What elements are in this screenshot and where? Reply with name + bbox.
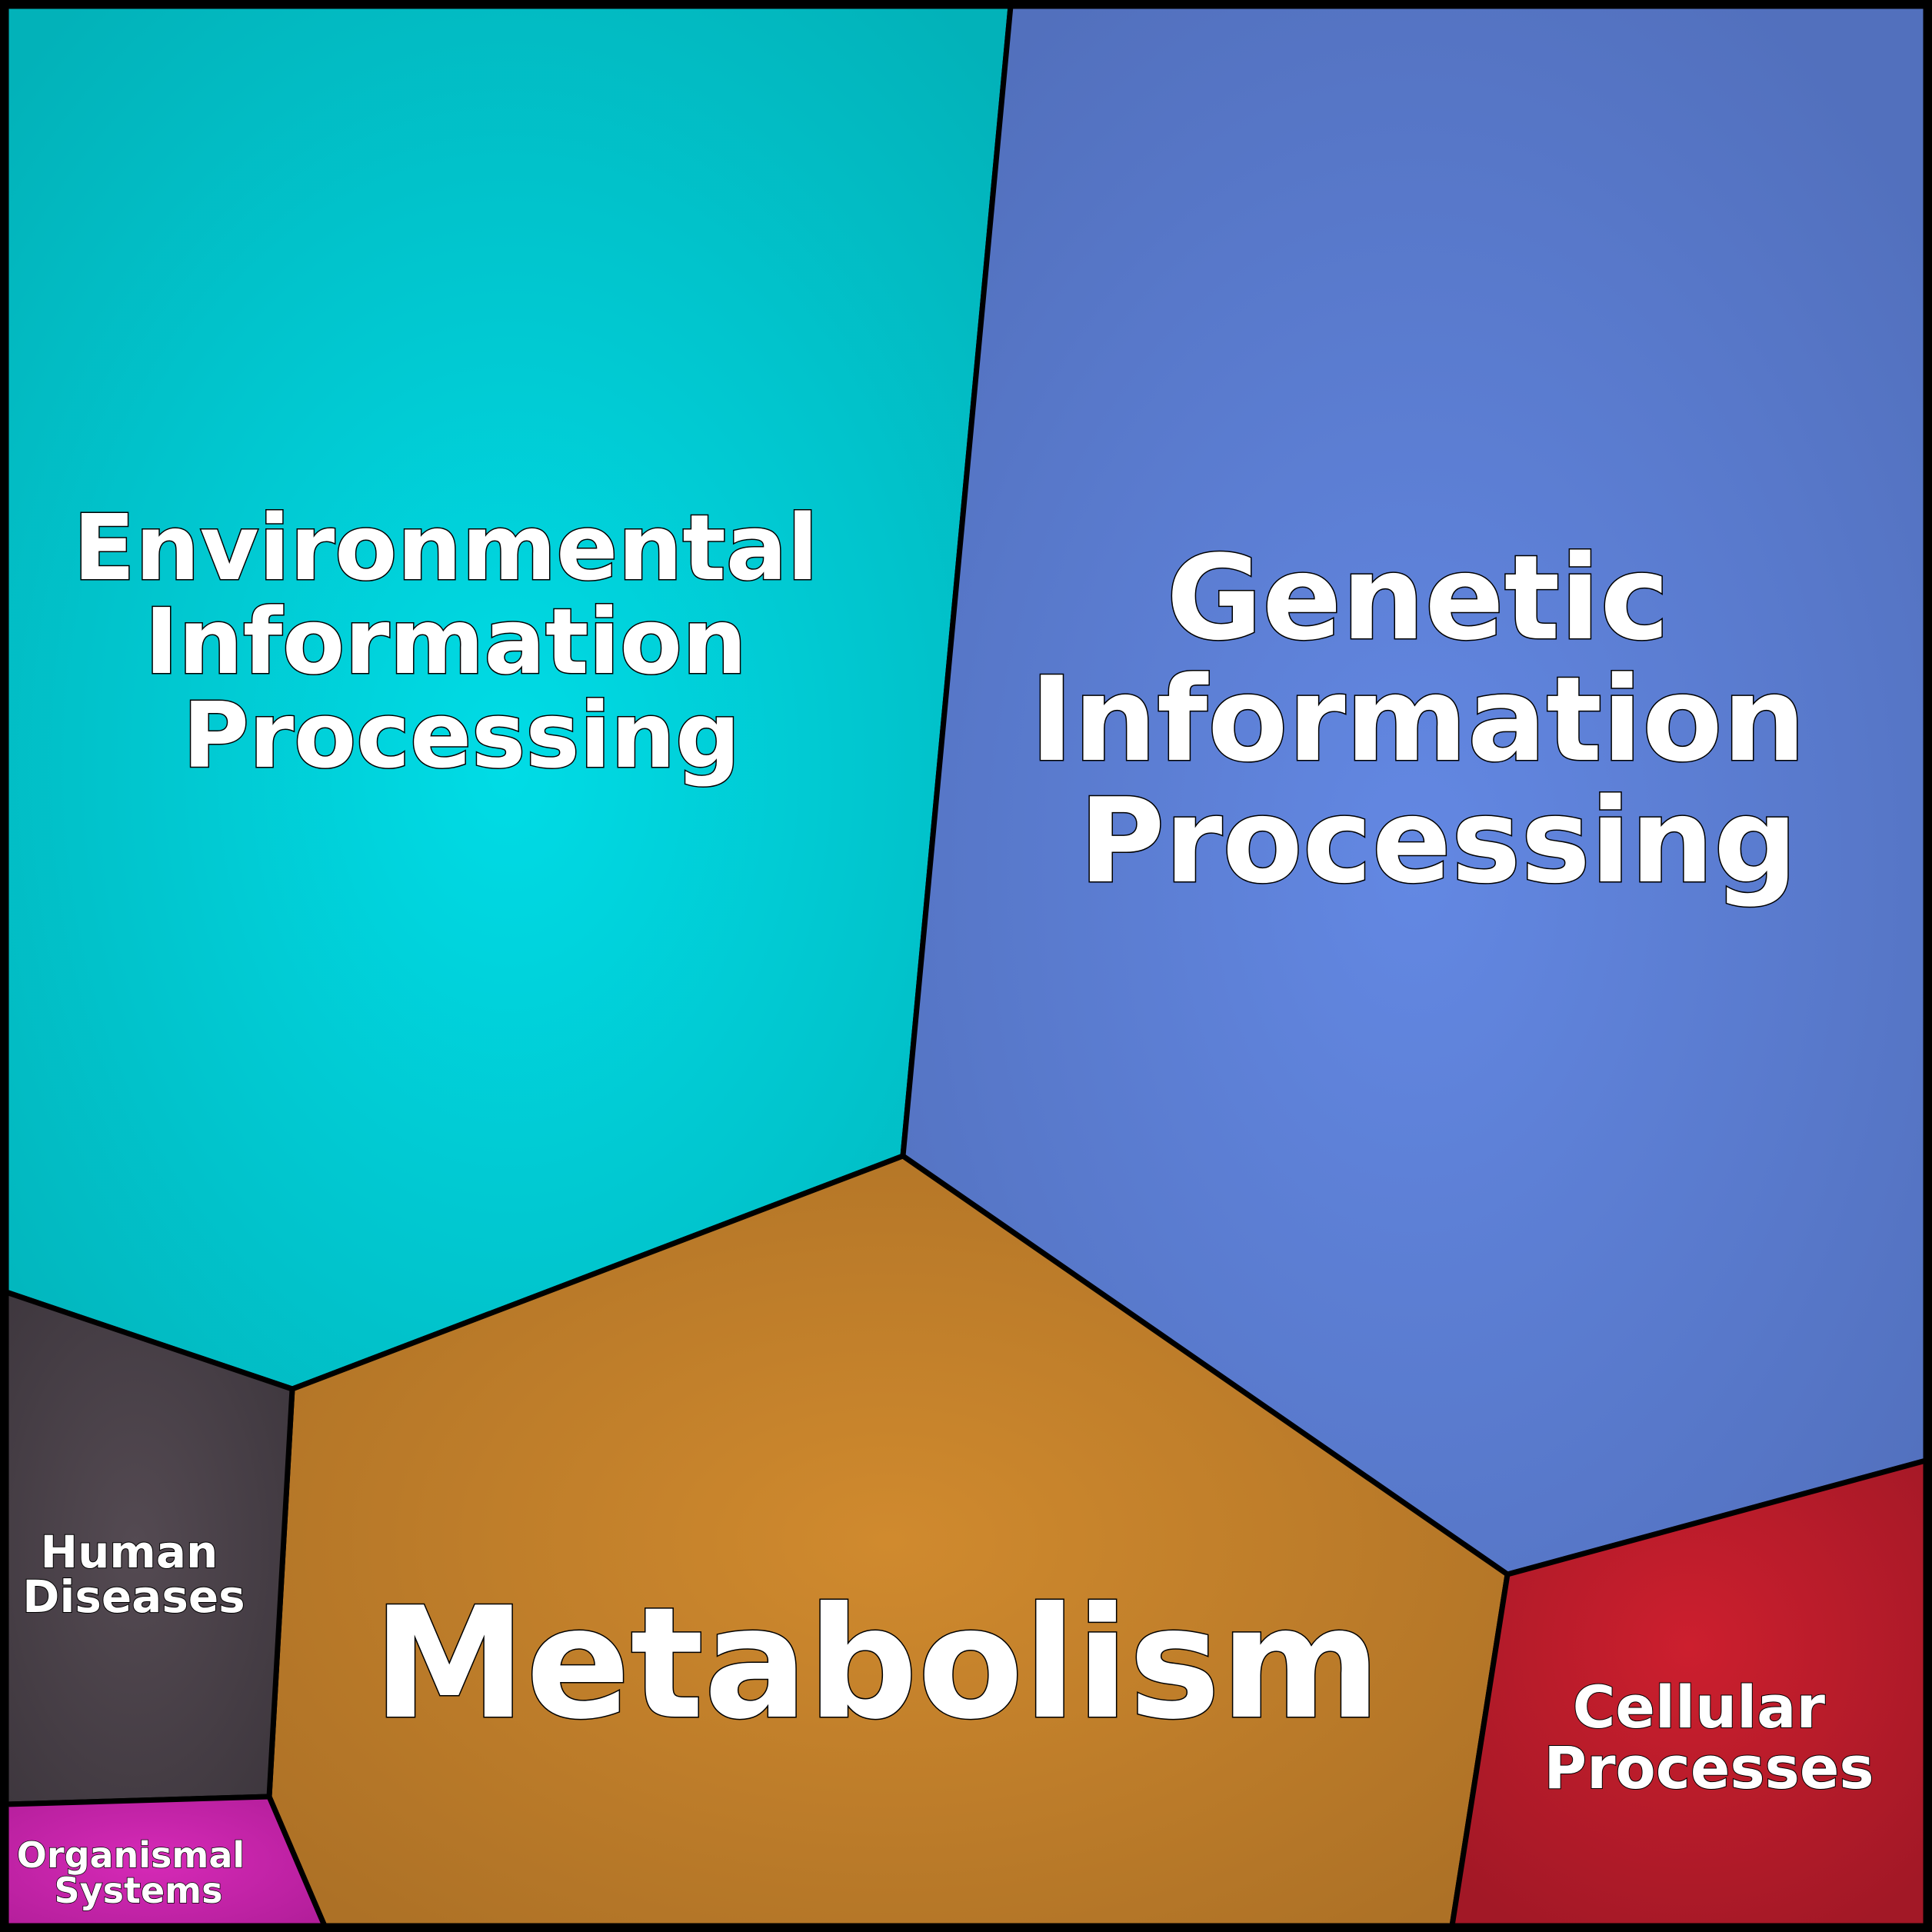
cell-metabolism: Metabolism [266,1153,1511,1929]
label-genetic-line-2: Information [1030,651,1806,788]
label-human-diseases: Human Diseases [22,1526,245,1623]
label-cellular-line-1: Cellular [1573,1673,1826,1741]
label-human-diseases-line-2: Diseases [22,1571,245,1623]
label-metabolism-line-1: Metabolism [373,1574,1381,1754]
label-cellular-line-2: Processes [1544,1734,1874,1802]
cell-cellular: Cellular Processes [1449,1457,1929,1929]
cell-human-diseases: Human Diseases [3,1289,295,1807]
label-organismal-line-1: Organismal [17,1834,245,1876]
label-environmental: Environmental Information Processing [73,495,850,788]
label-environmental-line-1: Environmental [73,495,818,601]
label-cellular: Cellular Processes [1544,1673,1874,1802]
cell-environmental: Environmental Information Processing [3,3,1014,1392]
label-genetic: Genetic Information Processing [1030,530,1847,909]
label-environmental-line-2: Information [145,588,747,695]
label-organismal-line-2: Systems [55,1870,223,1911]
label-genetic-line-3: Processing [1079,773,1797,909]
label-environmental-line-3: Processing [182,682,740,788]
label-human-diseases-line-1: Human [41,1526,218,1578]
label-metabolism: Metabolism [373,1574,1381,1754]
label-organismal: Organismal Systems [17,1834,257,1911]
cell-organismal: Organismal Systems [3,1794,328,1929]
label-genetic-line-1: Genetic [1167,530,1670,666]
